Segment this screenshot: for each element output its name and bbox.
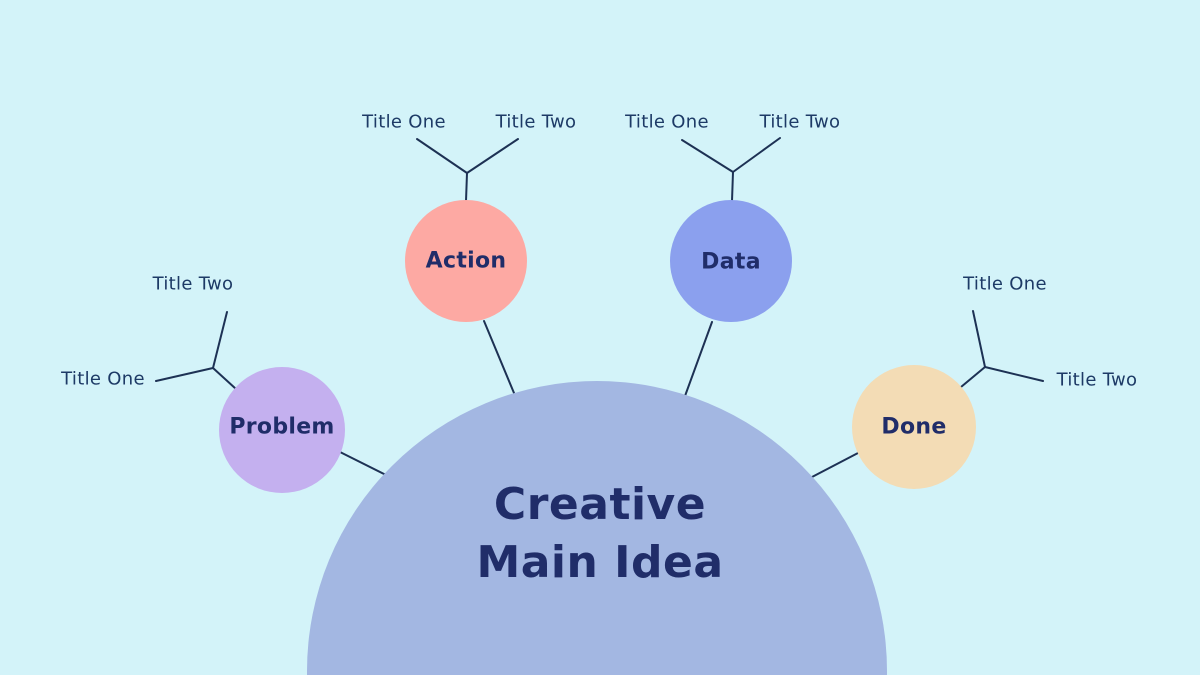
action-branch-to-node [465, 172, 468, 202]
main-idea-title-line1: Creative [493, 479, 707, 530]
done-title-one-label: Title One [963, 273, 1047, 295]
main-idea-circle [307, 381, 887, 675]
action-branch-to-title-two [466, 138, 519, 174]
done-branch-to-title-one [972, 310, 986, 368]
problem-to-main-connector [337, 450, 393, 479]
action-branch-to-title-one [416, 138, 468, 174]
data-title-one-label: Title One [625, 111, 709, 133]
problem-title-one-label: Title One [61, 368, 145, 390]
problem-branch-to-title-two [212, 311, 228, 369]
node-label-action: Action [425, 248, 507, 274]
done-branch-to-title-two [984, 366, 1044, 382]
node-label-problem: Problem [229, 414, 335, 440]
data-branch-to-title-one [681, 139, 734, 173]
node-circle-problem [219, 367, 345, 493]
action-title-one-label: Title One [362, 111, 446, 133]
connector-lines [155, 137, 1044, 479]
node-circle-data [670, 200, 792, 322]
main-idea-title: Creative Main Idea [476, 476, 723, 592]
problem-branch-to-node [212, 367, 237, 390]
data-to-main-connector [684, 321, 713, 397]
node-label-data: Data [701, 249, 761, 275]
done-title-two-label: Title Two [1056, 369, 1138, 391]
main-idea-title-line2: Main Idea [476, 537, 724, 588]
done-to-main-connector [811, 452, 859, 478]
data-branch-to-node [731, 171, 734, 202]
node-label-done: Done [881, 414, 947, 440]
problem-branch-to-title-one [155, 367, 214, 382]
data-branch-to-title-two [732, 137, 781, 173]
node-circle-done [852, 365, 976, 489]
action-to-main-connector [483, 320, 515, 394]
action-title-two-label: Title Two [495, 111, 577, 133]
data-title-two-label: Title Two [759, 111, 841, 133]
done-branch-to-node [960, 366, 986, 388]
node-circle-action [405, 200, 527, 322]
problem-title-two-label: Title Two [152, 273, 234, 295]
